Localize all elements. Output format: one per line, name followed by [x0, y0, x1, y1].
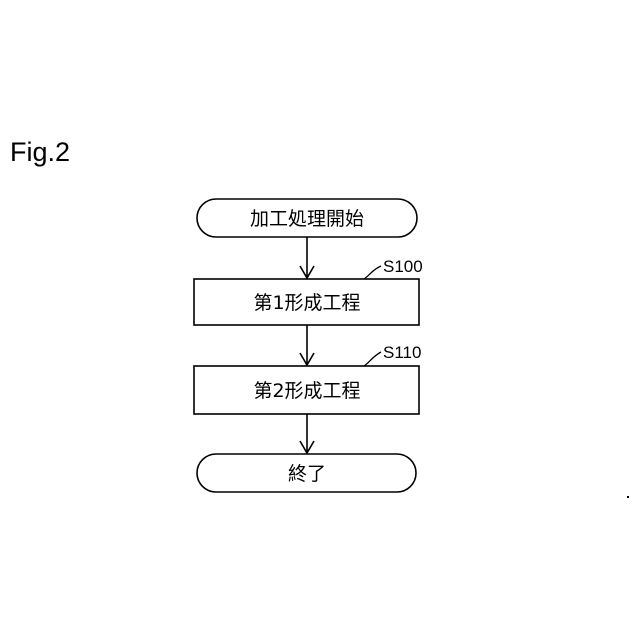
arrow-s100-to-s110 — [300, 325, 314, 365]
step-id-s100: S100 — [383, 257, 423, 276]
end-label: 終了 — [288, 463, 326, 485]
stray-dot — [627, 496, 629, 498]
step-s110-label: 第2形成工程 — [253, 380, 360, 402]
step-s100-label: 第1形成工程 — [253, 292, 360, 314]
leader-s100 — [364, 266, 381, 279]
step-id-s110: S110 — [383, 343, 421, 362]
leader-s110 — [364, 352, 381, 366]
arrow-s110-to-end — [300, 414, 314, 453]
start-label: 加工処理開始 — [250, 208, 364, 230]
arrow-start-to-s100 — [300, 237, 314, 278]
